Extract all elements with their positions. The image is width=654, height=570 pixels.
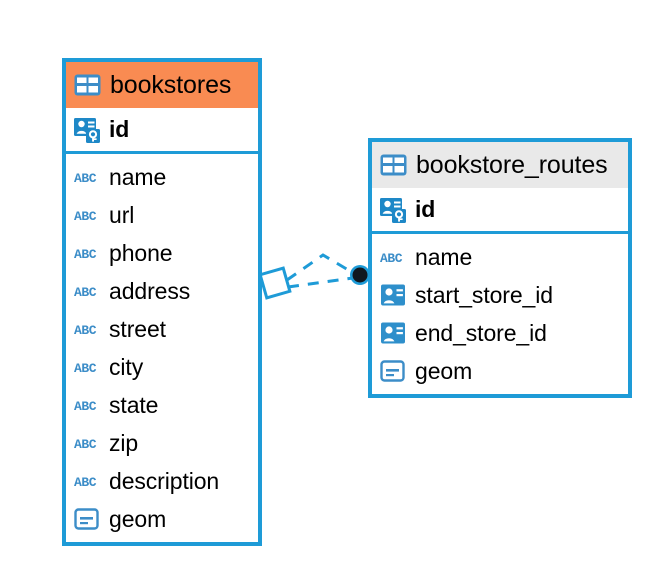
- field-row[interactable]: ABC state: [66, 386, 258, 424]
- foreign-key-icon: [380, 283, 406, 307]
- entity-bookstores[interactable]: bookstores id: [62, 58, 262, 546]
- field-label: geom: [109, 505, 167, 532]
- field-label: name: [415, 243, 473, 270]
- field-row[interactable]: ABC url: [66, 196, 258, 234]
- field-row[interactable]: ABC phone: [66, 234, 258, 272]
- primary-key-row[interactable]: id: [372, 188, 628, 234]
- svg-text:ABC: ABC: [74, 475, 97, 489]
- relationship-line-lower: [287, 276, 354, 289]
- svg-text:ABC: ABC: [74, 437, 97, 451]
- text-type-icon: ABC: [74, 435, 100, 451]
- field-label: name: [109, 163, 167, 190]
- field-row[interactable]: ABC name: [372, 238, 628, 276]
- field-list: ABC name start_store_id: [372, 234, 628, 396]
- text-type-icon: ABC: [74, 245, 100, 261]
- table-icon: [74, 74, 101, 96]
- svg-text:ABC: ABC: [74, 209, 97, 223]
- relationship-line-upper: [286, 253, 356, 282]
- text-type-icon: ABC: [74, 169, 100, 185]
- field-label: address: [109, 277, 191, 304]
- svg-text:ABC: ABC: [74, 247, 97, 261]
- field-row[interactable]: ABC name: [66, 158, 258, 196]
- field-label: geom: [415, 357, 473, 384]
- geometry-type-icon: [380, 359, 406, 383]
- field-label: city: [109, 353, 144, 380]
- svg-text:ABC: ABC: [74, 323, 97, 337]
- field-label: street: [109, 315, 166, 342]
- field-label: zip: [109, 429, 139, 456]
- field-row[interactable]: ABC description: [66, 462, 258, 500]
- primary-key-icon: [380, 197, 406, 223]
- foreign-key-icon: [380, 321, 406, 345]
- text-type-icon: ABC: [74, 283, 100, 299]
- svg-text:ABC: ABC: [74, 285, 97, 299]
- field-row[interactable]: geom: [372, 352, 628, 390]
- text-type-icon: ABC: [74, 359, 100, 375]
- field-label: description: [109, 467, 220, 494]
- table-icon: [380, 154, 407, 176]
- text-type-icon: ABC: [74, 397, 100, 413]
- field-row[interactable]: geom: [66, 500, 258, 538]
- field-label: state: [109, 391, 159, 418]
- field-row[interactable]: start_store_id: [372, 276, 628, 314]
- text-type-icon: ABC: [380, 249, 406, 265]
- entity-header[interactable]: bookstores: [66, 62, 258, 108]
- text-type-icon: ABC: [74, 321, 100, 337]
- svg-text:ABC: ABC: [74, 361, 97, 375]
- field-row[interactable]: ABC zip: [66, 424, 258, 462]
- entity-title: bookstore_routes: [416, 150, 608, 179]
- text-type-icon: ABC: [74, 207, 100, 223]
- primary-key-label: id: [415, 196, 436, 222]
- text-type-icon: ABC: [74, 473, 100, 489]
- circle-marker: [350, 265, 370, 285]
- field-label: start_store_id: [415, 281, 553, 308]
- primary-key-icon: [74, 117, 100, 143]
- field-label: url: [109, 201, 135, 228]
- diamond-marker: [258, 266, 292, 300]
- field-row[interactable]: ABC address: [66, 272, 258, 310]
- svg-text:ABC: ABC: [74, 399, 97, 413]
- primary-key-label: id: [109, 116, 130, 142]
- field-list: ABC name ABC url ABC p: [66, 154, 258, 544]
- svg-text:ABC: ABC: [380, 251, 403, 265]
- field-row[interactable]: end_store_id: [372, 314, 628, 352]
- entity-title: bookstores: [110, 70, 232, 99]
- field-label: end_store_id: [415, 319, 547, 346]
- field-row[interactable]: ABC city: [66, 348, 258, 386]
- primary-key-row[interactable]: id: [66, 108, 258, 154]
- geometry-type-icon: [74, 507, 100, 531]
- field-label: phone: [109, 239, 173, 266]
- svg-text:ABC: ABC: [74, 171, 97, 185]
- entity-bookstore-routes[interactable]: bookstore_routes id: [368, 138, 632, 398]
- entity-header[interactable]: bookstore_routes: [372, 142, 628, 188]
- field-row[interactable]: ABC street: [66, 310, 258, 348]
